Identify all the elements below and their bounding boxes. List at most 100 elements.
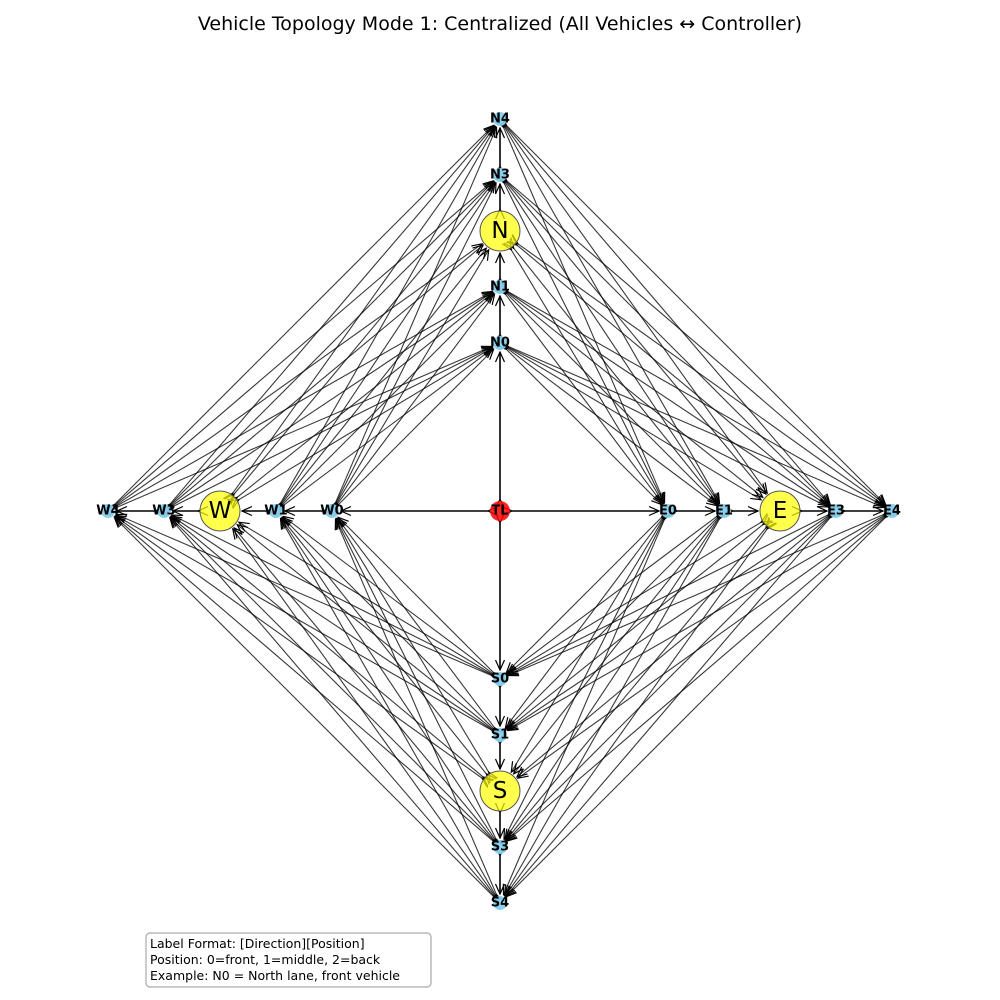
diagram-title: Vehicle Topology Mode 1: Centralized (Al… bbox=[198, 13, 802, 35]
node-label-E: E bbox=[773, 498, 788, 524]
edge-N4-E1 bbox=[505, 127, 720, 503]
node-E3: E3 bbox=[827, 504, 845, 519]
edge-S4-W3 bbox=[170, 518, 494, 896]
node-circle-N3 bbox=[493, 168, 507, 182]
node-circle-W1 bbox=[269, 504, 283, 518]
node-N4: N4 bbox=[490, 112, 510, 127]
node-circle-W bbox=[199, 490, 241, 532]
node-label-W0: W0 bbox=[320, 504, 343, 519]
node-W0: W0 bbox=[320, 504, 343, 519]
node-E0: E0 bbox=[659, 504, 677, 519]
node-label-N4: N4 bbox=[490, 112, 510, 127]
edge-N4-E3 bbox=[506, 126, 830, 504]
edge-N3-E3 bbox=[506, 181, 829, 504]
node-label-E3: E3 bbox=[827, 504, 845, 519]
node-label-E1: E1 bbox=[715, 504, 733, 519]
edge-S0-W1 bbox=[283, 516, 493, 673]
edge-E4-S3 bbox=[507, 517, 885, 841]
edge-N1-E0 bbox=[505, 294, 662, 504]
node-N1: N1 bbox=[490, 280, 510, 295]
edge-S-W4 bbox=[115, 516, 482, 778]
edge-E4-S4 bbox=[506, 517, 885, 896]
node-circle-TL bbox=[490, 501, 510, 521]
node-label-S3: S3 bbox=[491, 840, 509, 855]
node-S0: S0 bbox=[491, 672, 509, 687]
node-E1: E1 bbox=[715, 504, 733, 519]
edge-N1-E4 bbox=[508, 292, 884, 507]
node-circle-W3 bbox=[157, 504, 171, 518]
edge-S3-W3 bbox=[170, 517, 493, 840]
edge-S0-W0 bbox=[338, 517, 493, 672]
edge-E0-S0 bbox=[506, 517, 661, 672]
node-circle-N0 bbox=[493, 336, 507, 350]
node-label-S1: S1 bbox=[491, 728, 509, 743]
node-W4: W4 bbox=[96, 504, 119, 519]
edge-E4-S1 bbox=[508, 516, 884, 731]
node-S4: S4 bbox=[491, 896, 509, 911]
node-label-N: N bbox=[491, 218, 508, 244]
node-label-W: W bbox=[209, 498, 232, 524]
edge-S1-W0 bbox=[337, 518, 494, 728]
edges-layer bbox=[114, 125, 885, 896]
node-label-W1: W1 bbox=[264, 504, 287, 519]
edge-W4-N4 bbox=[114, 125, 493, 504]
edge-W3-N3 bbox=[170, 181, 493, 504]
node-W: W bbox=[199, 490, 241, 532]
node-S: S bbox=[479, 770, 521, 812]
edge-W4-N3 bbox=[115, 181, 493, 505]
edge-W4-N1 bbox=[116, 292, 492, 507]
node-label-W3: W3 bbox=[152, 504, 175, 519]
node-N3: N3 bbox=[490, 168, 510, 183]
edge-E1-S0 bbox=[507, 516, 717, 673]
edge-N0-E1 bbox=[507, 348, 717, 505]
edge-N-E4 bbox=[518, 244, 885, 506]
node-E4: E4 bbox=[883, 504, 901, 519]
edge-N4-E4 bbox=[506, 125, 885, 504]
legend-box: Label Format: [Direction][Position] Posi… bbox=[145, 932, 432, 988]
node-circle-E1 bbox=[717, 504, 731, 518]
node-circle-N bbox=[479, 210, 521, 252]
node-label-S: S bbox=[493, 778, 508, 804]
edge-N0-E0 bbox=[506, 349, 661, 504]
node-label-N1: N1 bbox=[490, 280, 510, 295]
node-label-N0: N0 bbox=[490, 336, 510, 351]
node-W3: W3 bbox=[152, 504, 175, 519]
edge-E3-S3 bbox=[506, 517, 829, 840]
node-circle-E bbox=[759, 490, 801, 532]
node-label-W4: W4 bbox=[96, 504, 119, 519]
node-N: N bbox=[479, 210, 521, 252]
node-circle-S0 bbox=[493, 672, 507, 686]
node-circle-S4 bbox=[493, 896, 507, 910]
node-circle-S1 bbox=[493, 728, 507, 742]
edge-W-N4 bbox=[233, 126, 495, 493]
node-circle-E4 bbox=[885, 504, 899, 518]
legend-line-position: Position: 0=front, 1=middle, 2=back bbox=[150, 952, 381, 967]
legend-line-example: Example: N0 = North lane, front vehicle bbox=[150, 968, 400, 983]
legend-line-format: Label Format: [Direction][Position] bbox=[150, 936, 365, 951]
edge-S4-W4 bbox=[114, 517, 493, 896]
node-S3: S3 bbox=[491, 840, 509, 855]
node-circle-N4 bbox=[493, 112, 507, 126]
node-S1: S1 bbox=[491, 728, 509, 743]
edge-E-S4 bbox=[505, 529, 767, 896]
edge-S4-W1 bbox=[281, 519, 496, 895]
node-N0: N0 bbox=[490, 336, 510, 351]
legend-frame bbox=[145, 932, 432, 988]
node-label-S0: S0 bbox=[491, 672, 509, 687]
edge-E1-S4 bbox=[505, 519, 720, 895]
node-label-N3: N3 bbox=[490, 168, 510, 183]
node-circle-N1 bbox=[493, 280, 507, 294]
edge-W0-N1 bbox=[337, 294, 494, 504]
node-TL: TL bbox=[490, 501, 510, 521]
node-circle-W4 bbox=[101, 504, 115, 518]
node-circle-S bbox=[479, 770, 521, 812]
node-label-E4: E4 bbox=[883, 504, 901, 519]
node-W1: W1 bbox=[264, 504, 287, 519]
node-label-TL: TL bbox=[491, 504, 508, 519]
node-E: E bbox=[759, 490, 801, 532]
edge-W1-N0 bbox=[283, 348, 493, 505]
node-label-E0: E0 bbox=[659, 504, 677, 519]
node-circle-E3 bbox=[829, 504, 843, 518]
